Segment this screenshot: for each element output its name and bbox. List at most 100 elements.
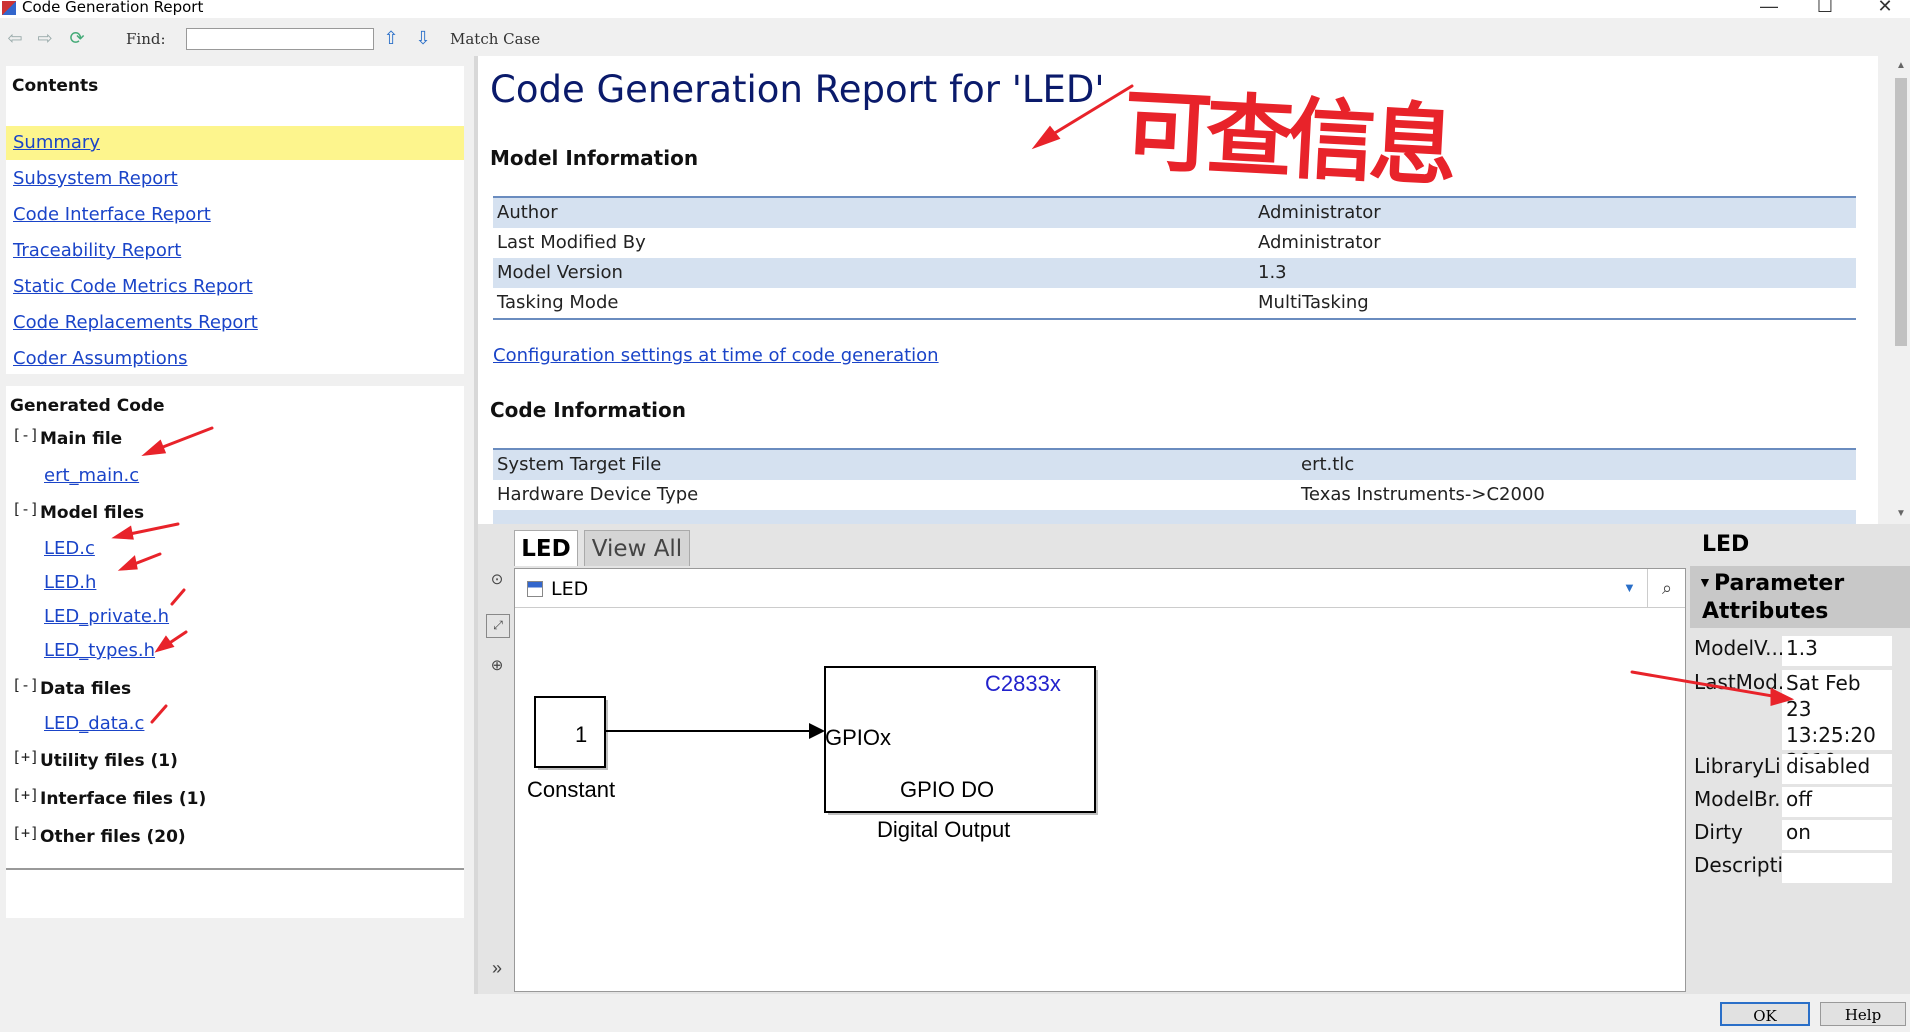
code-info-heading: Code Information xyxy=(490,398,686,422)
inspector-value[interactable]: on xyxy=(1782,820,1892,850)
constant-label: Constant xyxy=(527,777,616,802)
nav-link-subsystem-report[interactable]: Subsystem Report xyxy=(13,168,178,189)
config-settings-link[interactable]: Configuration settings at time of code g… xyxy=(493,345,939,366)
app-icon xyxy=(2,1,16,15)
find-input[interactable] xyxy=(186,28,374,50)
table-cell-key: Hardware Device Type xyxy=(497,484,699,505)
help-button[interactable]: Help xyxy=(1820,1002,1906,1026)
arrow-down-icon[interactable]: ⇩ xyxy=(415,28,431,48)
search-icon[interactable]: ⌕ xyxy=(1647,569,1686,607)
inspector-key: ModelV... xyxy=(1694,636,1785,660)
nav-link-summary[interactable]: Summary xyxy=(13,132,100,153)
table-cell-key: Last Modified By xyxy=(497,232,646,253)
tree-group-interface-files[interactable]: Interface files (1) xyxy=(40,789,207,809)
contents-panel: Contents Summary Subsystem Report Code I… xyxy=(6,66,464,374)
signal-arrow xyxy=(809,723,825,739)
inspector-row: LibraryLi...disabled xyxy=(1690,754,1910,784)
file-link-led-data-c[interactable]: LED_data.c xyxy=(44,713,145,734)
model-info-heading: Model Information xyxy=(490,146,699,170)
gpio-target-label: C2833x xyxy=(985,671,1061,696)
file-link-led-c[interactable]: LED.c xyxy=(44,538,95,559)
inspector-value[interactable] xyxy=(1782,853,1892,883)
file-link-led-types-h[interactable]: LED_types.h xyxy=(44,640,155,661)
tree-group-utility-files[interactable]: Utility files (1) xyxy=(40,751,178,771)
table-cell-value: Administrator xyxy=(1258,202,1381,223)
block-diagram xyxy=(534,666,1098,815)
tree-toggle-interface-files[interactable]: [+] xyxy=(12,786,40,804)
forward-arrow-icon[interactable]: ⇨ xyxy=(37,28,53,48)
chevron-down-icon[interactable]: ▼ xyxy=(1623,580,1636,595)
expand-panel-icon[interactable]: » xyxy=(491,958,502,978)
navigation-pane: Contents Summary Subsystem Report Code I… xyxy=(0,56,474,976)
gpio-block-name: GPIO DO xyxy=(900,777,995,802)
file-link-ert-main-c[interactable]: ert_main.c xyxy=(44,465,140,486)
breadcrumb-label[interactable]: LED xyxy=(551,578,589,600)
file-link-led-private-h[interactable]: LED_private.h xyxy=(44,606,170,627)
tree-toggle-model-files[interactable]: [-] xyxy=(12,500,40,518)
collapse-icon[interactable]: ▼ xyxy=(1698,574,1712,590)
tree-toggle-data-files[interactable]: [-] xyxy=(12,676,40,694)
scroll-down-icon[interactable]: ▼ xyxy=(1896,508,1906,519)
generated-code-panel: Generated Code [-] Main file ert_main.c … xyxy=(6,386,464,918)
tree-toggle-utility-files[interactable]: [+] xyxy=(12,748,40,766)
maximize-button[interactable]: ☐ xyxy=(1816,0,1834,16)
fit-to-view-icon[interactable]: ⤢ xyxy=(486,614,510,638)
inspector-value[interactable]: Sat Feb 23 13:25:20 2019 xyxy=(1782,670,1892,773)
find-label: Find: xyxy=(126,30,166,48)
pane-separator xyxy=(6,868,464,870)
refresh-icon[interactable]: ⟳ xyxy=(69,28,85,48)
scroll-thumb[interactable] xyxy=(1895,78,1907,346)
hide-icon[interactable]: ⊙ xyxy=(490,571,504,588)
inspector-value[interactable]: off xyxy=(1782,787,1892,817)
scroll-up-icon[interactable]: ▲ xyxy=(1896,60,1906,71)
minimize-button[interactable]: — xyxy=(1760,0,1778,16)
constant-block[interactable] xyxy=(534,696,606,768)
close-button[interactable]: ✕ xyxy=(1877,0,1893,16)
back-arrow-icon[interactable]: ⇦ xyxy=(7,28,23,48)
table-cell-value: MultiTasking xyxy=(1258,292,1369,313)
splitter[interactable] xyxy=(474,56,478,994)
inspector-row: Descripti... xyxy=(1690,853,1910,883)
selected-highlight xyxy=(6,126,464,160)
tree-group-model-files[interactable]: Model files xyxy=(40,503,145,523)
table-cell-key: Tasking Mode xyxy=(497,292,619,313)
model-icon xyxy=(527,581,543,597)
match-case-toggle[interactable]: Match Case xyxy=(450,30,541,48)
table-cell-key: System Target File xyxy=(497,454,662,475)
inspector-value[interactable]: disabled xyxy=(1782,754,1892,784)
toolbar: ⇦ ⇨ ⟳ Find: ⇧ ⇩ Match Case xyxy=(0,20,1910,56)
nav-link-code-interface-report[interactable]: Code Interface Report xyxy=(13,204,211,225)
tree-group-data-files[interactable]: Data files xyxy=(40,679,132,699)
report-title: Code Generation Report for 'LED' xyxy=(490,68,1105,111)
file-link-led-h[interactable]: LED.h xyxy=(44,572,97,593)
zoom-icon[interactable]: ⊕ xyxy=(490,657,504,674)
arrow-up-icon[interactable]: ⇧ xyxy=(383,28,399,48)
nav-link-coder-assumptions[interactable]: Coder Assumptions xyxy=(13,348,188,369)
table-row: Tasking Mode MultiTasking xyxy=(493,288,1856,318)
tree-group-other-files[interactable]: Other files (20) xyxy=(40,827,186,847)
tree-toggle-other-files[interactable]: [+] xyxy=(12,824,40,842)
table-row: Author Administrator xyxy=(493,198,1856,228)
ok-button[interactable]: OK xyxy=(1720,1002,1810,1026)
table-row xyxy=(493,510,1856,524)
report-scrollbar[interactable]: ▲ ▼ xyxy=(1892,56,1910,524)
tab-led[interactable]: LED xyxy=(514,530,578,566)
parameter-attributes-header[interactable]: ▼ Parameter Attributes xyxy=(1690,566,1910,628)
inspector-row: ModelV...1.3 xyxy=(1690,636,1910,666)
tree-group-main-file[interactable]: Main file xyxy=(40,429,123,449)
gpio-do-block[interactable] xyxy=(824,666,1096,813)
nav-link-code-replacements-report[interactable]: Code Replacements Report xyxy=(13,312,258,333)
report-view: Code Generation Report for 'LED' Model I… xyxy=(478,56,1878,524)
tree-toggle-main-file[interactable]: [-] xyxy=(12,426,40,444)
model-canvas[interactable]: LED ▼ ⌕ 1 Constant C2833x GPIOx GPIO DO … xyxy=(514,568,1686,992)
nav-link-static-code-metrics-report[interactable]: Static Code Metrics Report xyxy=(13,276,253,297)
nav-link-traceability-report[interactable]: Traceability Report xyxy=(13,240,182,261)
table-cell-key: Author xyxy=(497,202,558,223)
generated-code-heading: Generated Code xyxy=(10,396,165,416)
tab-view-all[interactable]: View All xyxy=(584,530,690,566)
window-title: Code Generation Report xyxy=(22,0,204,16)
inspector-value[interactable]: 1.3 xyxy=(1782,636,1892,666)
